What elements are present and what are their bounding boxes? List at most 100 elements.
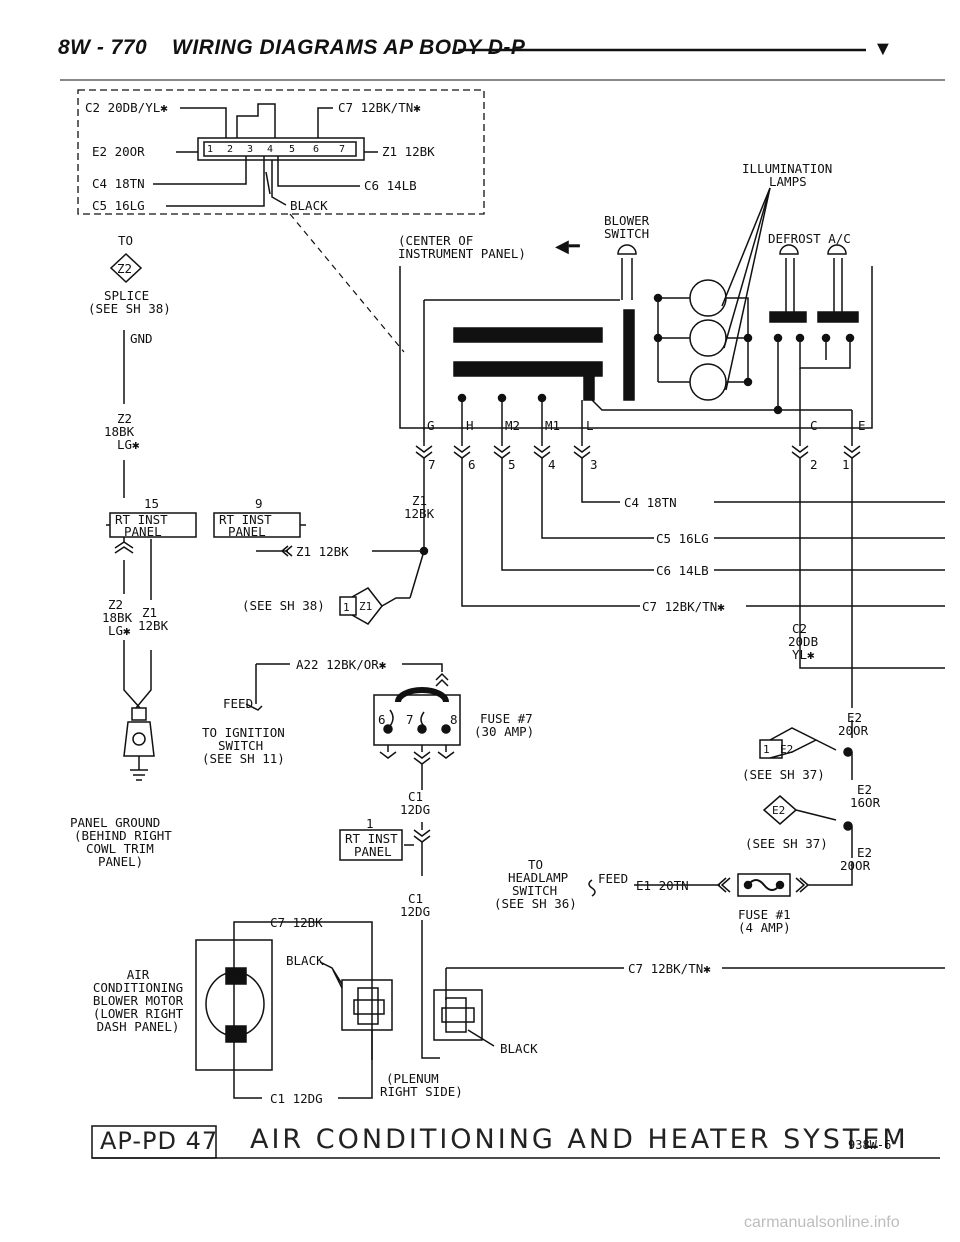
terminal-l: L (586, 418, 594, 433)
wire-label-c4: C4 18TN (92, 176, 145, 191)
fuse7-line1: FUSE #7 (480, 711, 533, 726)
z1-diamond-label: Z1 (359, 600, 373, 613)
terminal-c: C (810, 418, 818, 433)
motor-connector-black: BLACK (286, 953, 324, 968)
connector-pin-6: 6 (313, 144, 320, 155)
see-sh-37-b: (SEE SH 37) (745, 836, 828, 851)
connector-pin-7: 7 (339, 144, 346, 155)
switch-pin-3: 3 (590, 457, 598, 472)
rt-inst-a-line1: RT INST (115, 512, 168, 527)
wire-e2-upper-line1: E2 (847, 710, 863, 725)
switch-pin-6: 6 (468, 457, 476, 472)
plenum-line1: (PLENUM (386, 1071, 439, 1086)
wire-z2-line2: 18BK (104, 424, 135, 439)
panel-ground-line1: PANEL GROUND (70, 815, 161, 830)
headlamp-feed-label: FEED (598, 871, 629, 886)
switch-pin-7: 7 (428, 457, 436, 472)
wire-c5-right: C5 16LG (656, 531, 709, 546)
wire-z2-lower-line1: Z2 (108, 597, 124, 612)
motor-label-line1: AIR (126, 967, 150, 982)
connector-pin-5: 5 (289, 144, 296, 155)
switch-location-line1: (CENTER OF (398, 233, 474, 248)
see-sh-38-ref: (SEE SH 38) (242, 598, 325, 613)
fuse1-line2: (4 AMP) (738, 920, 791, 935)
wire-z1-lower-line2: 12BK (138, 618, 169, 633)
wire-z1-mid: Z1 12BK (296, 544, 349, 559)
fuse7-pin-6: 6 (378, 712, 386, 727)
rt-inst-pin-1: 1 (366, 816, 374, 831)
watermark: carmanualsonline.info (744, 1214, 900, 1231)
panel-ground-line4: PANEL) (98, 854, 144, 869)
defrost-ac-label: DEFROST A/C (768, 231, 851, 246)
switch-pin-2: 2 (810, 457, 818, 472)
wire-label-c7: C7 12BK/TN✱ (338, 100, 421, 115)
motor-label-line3: BLOWER MOTOR (92, 993, 184, 1008)
e2-diamond-a-label: E2 (780, 743, 794, 756)
wire-label-c5: C5 16LG (92, 198, 145, 213)
footer-id: 938W-6 (848, 1138, 892, 1152)
fuse1-line1: FUSE #1 (738, 907, 791, 922)
e2-connector-pin: 1 (763, 743, 770, 756)
rt-inst-c-line1: RT INST (345, 831, 398, 846)
wire-c1-12dg: C1 12DG (270, 1091, 323, 1106)
wire-c6-right: C6 14LB (656, 563, 709, 578)
wire-e2-lower-line1: E2 (857, 845, 873, 860)
rt-inst-b-line2: PANEL (228, 524, 266, 539)
page-title: WIRING DIAGRAMS AP BODY D-P (172, 36, 526, 59)
rt-inst-pin-15: 15 (144, 496, 160, 511)
rt-inst-b-line1: RT INST (219, 512, 272, 527)
splice-diamond-label: Z2 (117, 261, 133, 276)
wire-z2-line1: Z2 (117, 411, 133, 426)
motor-label-line2: CONDITIONING (92, 980, 184, 995)
switch-pin-5: 5 (508, 457, 516, 472)
rt-inst-pin-9: 9 (255, 496, 263, 511)
down-arrow-icon: ▼ (873, 38, 893, 60)
gnd-label: GND (130, 331, 153, 346)
arrow-left-icon: ◀━ (555, 236, 580, 256)
footer-title: AIR CONDITIONING AND HEATER SYSTEM (250, 1124, 909, 1155)
headlamp-line3: SWITCH (512, 883, 558, 898)
connector-color-label: BLACK (290, 198, 328, 213)
panel-ground-line3: COWL TRIM (86, 841, 154, 856)
illumination-line1: ILLUMINATION (742, 161, 833, 176)
wire-label-c6: C6 14LB (364, 178, 417, 193)
wire-c7-12bk: C7 12BK (270, 915, 323, 930)
wire-c1-upper-line1: C1 (408, 789, 424, 804)
terminal-g: G (427, 418, 435, 433)
switch-pin-1: 1 (842, 457, 850, 472)
terminal-e: E (858, 418, 866, 433)
wire-z2-lower-line2: 18BK (102, 610, 133, 625)
terminal-m2: M2 (505, 418, 521, 433)
headlamp-line1: TO (528, 857, 544, 872)
panel-ground-line2: (BEHIND RIGHT (74, 828, 172, 843)
wire-e2-mid-line2: 16OR (850, 795, 881, 810)
plenum-connector-black: BLACK (500, 1041, 538, 1056)
terminal-m1: M1 (545, 418, 561, 433)
see-sh-37-a: (SEE SH 37) (742, 767, 825, 782)
switch-location-line2: INSTRUMENT PANEL) (398, 246, 526, 261)
ignition-line1: TO IGNITION (202, 725, 285, 740)
wire-z2-line3: LG✱ (117, 437, 140, 452)
e2-diamond-b-label: E2 (772, 804, 786, 817)
splice-ref: (SEE SH 38) (88, 301, 171, 316)
blower-switch-title-line1: BLOWER (604, 213, 650, 228)
wire-a22: A22 12BK/OR✱ (296, 657, 387, 672)
illumination-line2: LAMPS (769, 174, 807, 189)
splice-to-label: TO (118, 233, 134, 248)
rt-inst-a-line2: PANEL (124, 524, 162, 539)
wire-e2-mid-line1: E2 (857, 782, 873, 797)
headlamp-line4: (SEE SH 36) (494, 896, 577, 911)
wire-c2-line1: C2 (792, 621, 808, 636)
fuse7-pin-8: 8 (450, 712, 458, 727)
wire-c1-lower-line1: C1 (408, 891, 424, 906)
wire-c1-upper-line2: 12DG (400, 802, 431, 817)
connector-pin-3: 3 (247, 144, 254, 155)
connector-pin-1: 1 (207, 144, 214, 155)
fuse7-line2: (30 AMP) (474, 724, 535, 739)
wire-c1-lower-line2: 12DG (400, 904, 431, 919)
z1-connector-pin: 1 (343, 601, 350, 614)
feed-label: FEED (223, 696, 254, 711)
switch-pin-4: 4 (548, 457, 556, 472)
motor-label-line4: (LOWER RIGHT (92, 1006, 184, 1021)
wire-e1: E1 20TN (636, 878, 689, 893)
